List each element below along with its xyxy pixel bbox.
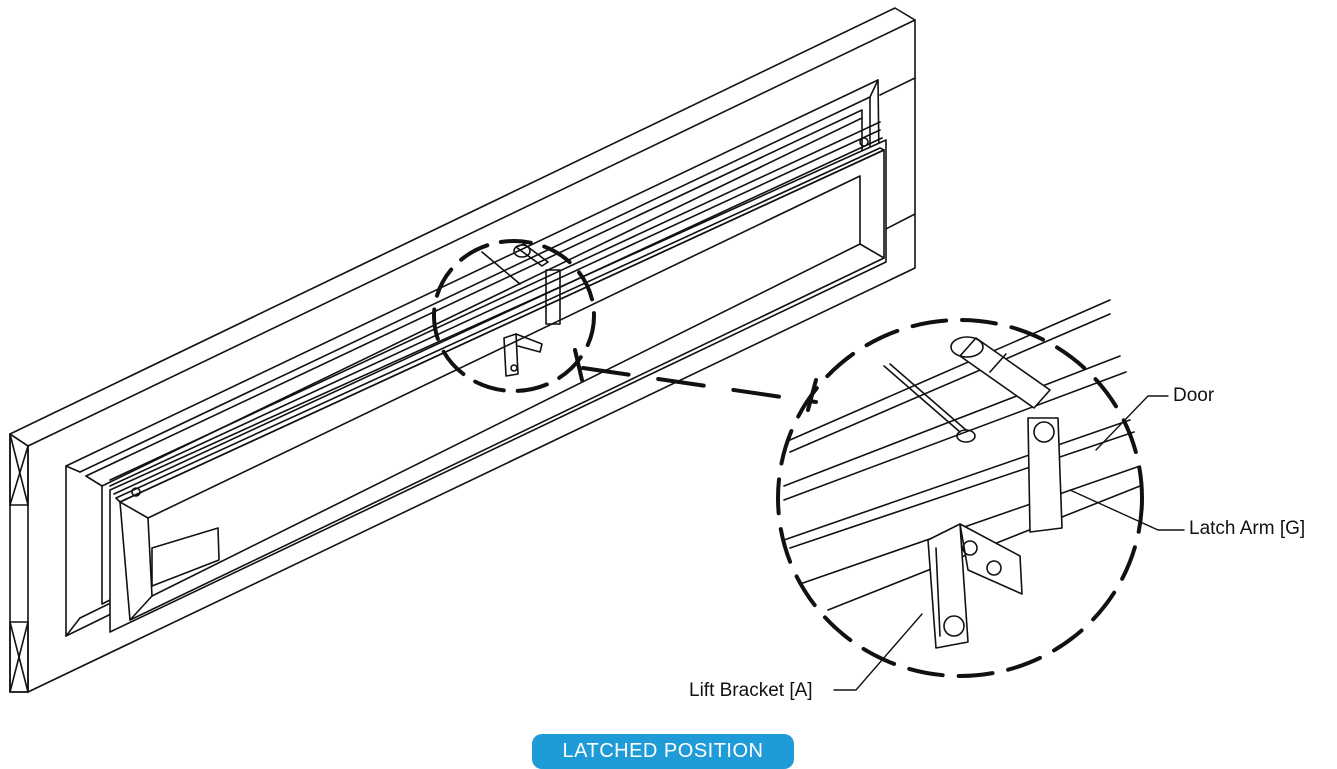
large-detail-circle xyxy=(776,318,1144,678)
latched-position-badge: LATCHED POSITION xyxy=(532,734,794,769)
latched-position-label: LATCHED POSITION xyxy=(562,740,764,762)
latch-detail-small xyxy=(481,243,561,377)
lift-bracket-callout-label: Lift Bracket [A] xyxy=(689,680,813,701)
enlarged-detail xyxy=(783,299,1141,649)
door-callout-label: Door xyxy=(1173,385,1215,406)
small-detail-circle xyxy=(432,239,596,393)
latch-arm-leader xyxy=(1069,489,1185,531)
door-leader xyxy=(1095,395,1169,451)
latch-arm-callout-label: Latch Arm [G] xyxy=(1189,518,1306,539)
callout-leaders xyxy=(833,395,1185,691)
lift-bracket-leader xyxy=(833,613,923,691)
door-panel xyxy=(109,121,887,633)
